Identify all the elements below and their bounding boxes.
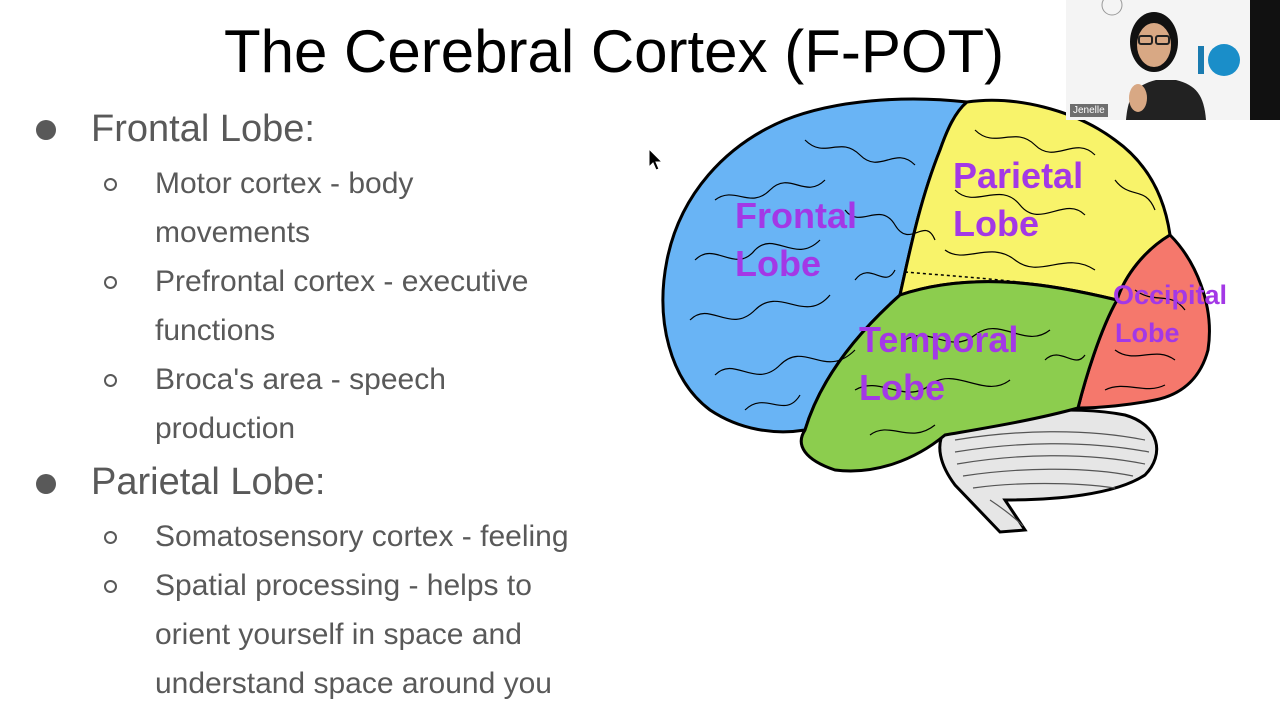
bullet-heading-parietal: Parietal Lobe: bbox=[91, 461, 326, 503]
parietal-label-line1: Parietal bbox=[953, 155, 1083, 196]
temporal-lobe-region bbox=[799, 280, 1120, 473]
bullet-prefrontal-line1: Prefrontal cortex - executive bbox=[155, 265, 529, 298]
temporal-label-line2: Lobe bbox=[859, 367, 945, 408]
participant-video-feed bbox=[1066, 0, 1250, 120]
occipital-label-line2: Lobe bbox=[1115, 318, 1180, 348]
frontal-label-line1: Frontal bbox=[735, 195, 857, 236]
bullet-motor-cortex-line2: movements bbox=[155, 216, 311, 249]
bullet-broca-line2: production bbox=[155, 412, 296, 445]
bullet-spatial-line1: Spatial processing - helps to bbox=[155, 569, 532, 602]
participant-name-label: Jenelle bbox=[1070, 104, 1108, 117]
bullet-list: Frontal Lobe: Motor cortex - body moveme… bbox=[36, 108, 569, 700]
bullet-heading-frontal: Frontal Lobe: bbox=[91, 108, 315, 150]
bullet-broca-line1: Broca's area - speech bbox=[155, 363, 446, 396]
bullet-motor-cortex-line1: Motor cortex - body bbox=[155, 167, 414, 200]
bullet-dot bbox=[36, 474, 56, 494]
slide-title: The Cerebral Cortex (F-POT) bbox=[224, 18, 1005, 85]
bullet-dot bbox=[36, 120, 56, 140]
globe-logo-icon bbox=[1208, 44, 1240, 76]
bullet-somatosensory: Somatosensory cortex - feeling bbox=[155, 520, 569, 553]
sub-bullet-circle bbox=[104, 276, 117, 289]
sub-bullet-circle bbox=[104, 580, 117, 593]
webcam-video-tile[interactable]: Jenelle bbox=[1066, 0, 1250, 120]
sub-bullet-circle bbox=[104, 178, 117, 191]
webcam-side-panel bbox=[1250, 0, 1280, 120]
occipital-label-line1: Occipital bbox=[1113, 280, 1227, 310]
cerebellum-folds bbox=[954, 431, 1150, 527]
boundary-dotted-line bbox=[904, 271, 1118, 301]
parietal-label-line2: Lobe bbox=[953, 203, 1039, 244]
temporal-label-line1: Temporal bbox=[859, 319, 1018, 360]
frontal-label-line2: Lobe bbox=[735, 243, 821, 284]
brain-diagram: Frontal Lobe Parietal Lobe Temporal Lobe… bbox=[661, 97, 1227, 534]
bullet-prefrontal-line2: functions bbox=[155, 314, 276, 347]
logo-icon bbox=[1101, 0, 1123, 16]
brain-gyri bbox=[689, 129, 1186, 436]
mouse-cursor-icon bbox=[648, 148, 664, 171]
sub-bullet-circle bbox=[104, 531, 117, 544]
occipital-lobe-region bbox=[1076, 233, 1211, 410]
bullet-spatial-line2: orient yourself in space and bbox=[155, 618, 522, 651]
sub-bullet-circle bbox=[104, 374, 117, 387]
bullet-spatial-line3: understand space around you bbox=[155, 667, 552, 700]
